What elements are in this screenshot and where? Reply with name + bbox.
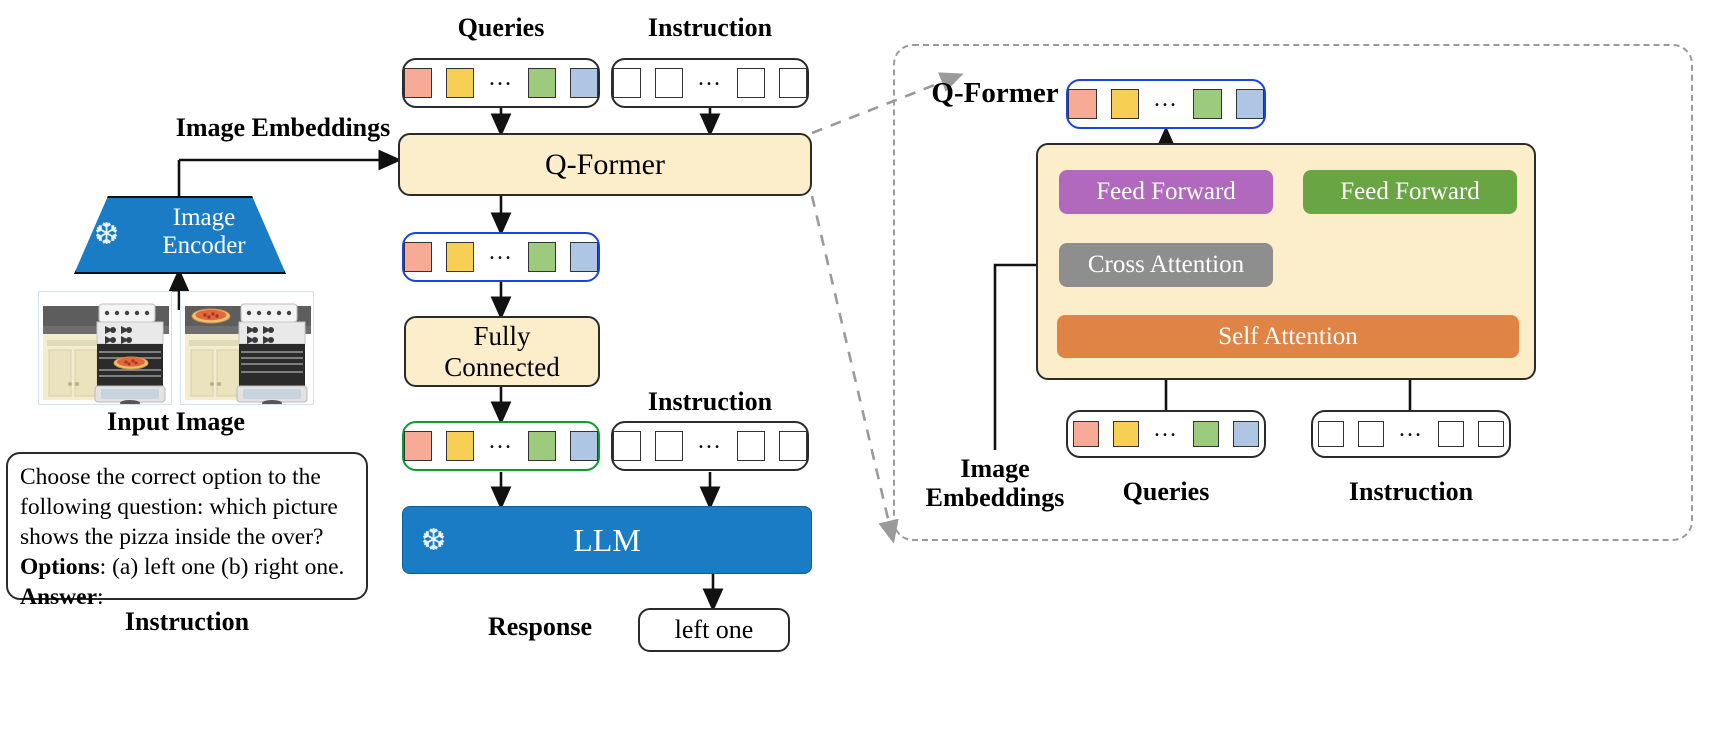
ellipsis-icon: … — [697, 65, 723, 91]
ellipsis-icon: … — [1153, 416, 1179, 442]
detail-output-token-strip: … — [1066, 79, 1266, 129]
query-token-salmon — [404, 242, 432, 272]
query-token-blue — [1233, 421, 1259, 447]
queries-label: Queries — [457, 13, 545, 42]
instruction-token — [655, 431, 683, 461]
response-value-box: left one — [638, 608, 790, 652]
qformer-detail-panel — [893, 44, 1693, 541]
query-token-green — [528, 242, 556, 272]
instruction-token — [655, 68, 683, 98]
query-token-yellow — [446, 242, 474, 272]
instruction-token — [737, 68, 765, 98]
queries-token-strip: … — [402, 58, 600, 108]
ellipsis-icon: … — [488, 428, 514, 454]
instruction-token-strip-top: … — [611, 58, 809, 108]
ellipsis-icon: … — [1153, 86, 1179, 112]
snowflake-icon: ❆ — [421, 524, 447, 557]
prompt-options-key: Options — [20, 554, 100, 581]
cross-attention-block: Cross Attention — [1059, 243, 1273, 287]
feed-forward-left-block: Feed Forward — [1059, 170, 1273, 214]
query-token-yellow — [1113, 421, 1139, 447]
input-image-label: Input Image — [107, 407, 245, 436]
ellipsis-icon: … — [488, 239, 514, 265]
instruction-label-top: Instruction — [647, 13, 773, 42]
prompt-answer-key: Answer — [20, 584, 98, 611]
instruction-token — [1358, 421, 1384, 447]
instruction-token — [737, 431, 765, 461]
query-token-green — [1193, 89, 1222, 119]
query-token-blue — [570, 242, 598, 272]
self-attention-block: Self Attention — [1057, 315, 1519, 358]
query-token-green — [528, 68, 556, 98]
query-token-green — [1193, 421, 1219, 447]
detail-image-embeddings-label: Image Embeddings — [925, 454, 1065, 512]
query-token-blue — [570, 68, 598, 98]
query-token-green — [528, 431, 556, 461]
llm-block: ❆ LLM — [402, 506, 812, 574]
instruction-token — [1318, 421, 1344, 447]
ellipsis-icon: … — [488, 65, 514, 91]
prompt-answer-line: Answer: — [20, 582, 354, 612]
detail-instruction-label: Instruction — [1348, 477, 1474, 506]
snowflake-icon: ❆ — [94, 218, 120, 251]
instruction-token — [1438, 421, 1464, 447]
query-token-blue — [1235, 89, 1264, 119]
image-encoder-label: Image Encoder — [162, 204, 246, 259]
llm-label: LLM — [573, 521, 641, 558]
instruction-prompt-card: Choose the correct option to the followi… — [6, 452, 368, 610]
instruction-token — [613, 431, 641, 461]
prompt-line-2: following question: which picture — [20, 494, 338, 521]
ellipsis-icon: … — [697, 428, 723, 454]
prompt-line-3: shows the pizza inside the over? — [20, 524, 324, 551]
prompt-line-1: Choose the correct option to the — [20, 464, 321, 490]
ellipsis-icon: … — [1398, 416, 1424, 442]
prompt-answer-value: : — [97, 584, 104, 611]
detail-instruction-token-strip: … — [1311, 410, 1511, 458]
query-token-salmon — [404, 431, 432, 461]
instruction-token — [1478, 421, 1504, 447]
thumbnail-pizza-on-counter — [180, 291, 314, 405]
qformer-block: Q-Former — [398, 133, 812, 196]
query-token-yellow — [446, 68, 474, 98]
qformer-output-token-strip: … — [402, 232, 600, 282]
instruction-label-mid: Instruction — [647, 387, 773, 416]
instruction-token — [613, 68, 641, 98]
image-embeddings-label: Image Embeddings — [175, 113, 391, 142]
query-token-yellow — [1110, 89, 1139, 119]
thumbnail-pizza-inside-oven — [38, 291, 172, 405]
prompt-options-line: Options: (a) left one (b) right one. — [20, 552, 354, 582]
prompt-options-value: : (a) left one (b) right one. — [99, 554, 345, 581]
image-encoder-block: ❆ Image Encoder — [74, 196, 286, 274]
query-token-salmon — [1068, 89, 1097, 119]
instruction-token-strip-mid: … — [611, 421, 809, 471]
query-token-yellow — [446, 431, 474, 461]
query-token-salmon — [404, 68, 432, 98]
fully-connected-block: Fully Connected — [404, 316, 600, 387]
projected-token-strip: … — [402, 421, 600, 471]
query-token-salmon — [1073, 421, 1099, 447]
query-token-blue — [570, 431, 598, 461]
detail-queries-label: Queries — [1122, 477, 1210, 506]
feed-forward-right-block: Feed Forward — [1303, 170, 1517, 214]
instruction-caption: Instruction — [124, 607, 250, 636]
instruction-token — [779, 68, 807, 98]
detail-queries-token-strip: … — [1066, 410, 1266, 458]
detail-panel-title: Q-Former — [931, 77, 1059, 109]
instruction-token — [779, 431, 807, 461]
response-label: Response — [487, 612, 592, 641]
